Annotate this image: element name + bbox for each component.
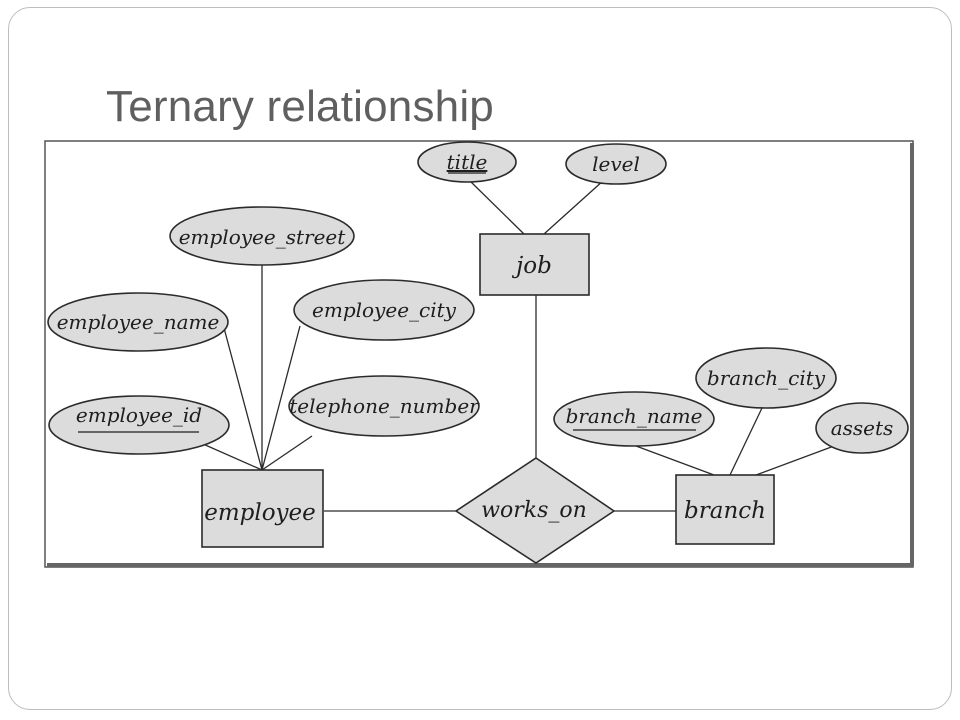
line-assets-branch: [755, 445, 835, 476]
attribute-employee-name: employee_name: [47, 292, 229, 352]
entity-employee-label: employee: [204, 500, 316, 526]
entity-branch-label: branch: [684, 498, 766, 524]
line-branch-city-branch: [729, 407, 763, 476]
line-employee-city-employee: [261, 325, 301, 471]
attribute-level-label: level: [592, 152, 640, 176]
relationship-works-on: works_on: [454, 457, 616, 564]
attribute-title: title: [417, 141, 517, 183]
connector-lines: [193, 179, 835, 512]
line-employee-name-employee: [223, 327, 263, 471]
attribute-employee-name-label: employee_name: [57, 310, 220, 334]
attribute-employee-city: employee_city: [293, 279, 475, 341]
entity-branch: branch: [675, 474, 775, 545]
attribute-employee-street-label: employee_street: [179, 225, 347, 249]
er-diagram: job employee branch works_on title level: [44, 140, 916, 570]
attribute-employee-city-label: employee_city: [312, 298, 457, 322]
line-telephone-employee: [261, 435, 313, 471]
attribute-branch-city: branch_city: [695, 347, 837, 409]
attribute-title-label: title: [447, 150, 488, 174]
attribute-branch-name: branch_name: [553, 391, 715, 447]
attribute-assets: assets: [815, 402, 909, 454]
slide-title: Ternary relationship: [106, 82, 494, 131]
line-title-job: [468, 179, 525, 235]
line-level-job: [543, 179, 605, 235]
line-branch-name-branch: [635, 445, 715, 476]
entity-job: job: [479, 233, 590, 296]
entity-job-label: job: [511, 253, 552, 279]
attribute-branch-name-label: branch_name: [566, 404, 703, 428]
attribute-branch-city-label: branch_city: [707, 366, 826, 390]
attribute-employee-street: employee_street: [169, 206, 355, 266]
attribute-telephone-number-label: telephone_number: [289, 394, 480, 418]
relationship-works-on-label: works_on: [481, 498, 587, 523]
attribute-telephone-number: telephone_number: [288, 375, 480, 437]
attribute-assets-label: assets: [831, 416, 894, 440]
attribute-employee-id-label: employee_id: [76, 403, 202, 427]
attribute-level: level: [565, 143, 667, 185]
entity-employee: employee: [201, 469, 324, 548]
attribute-employee-id: employee_id: [48, 395, 230, 455]
